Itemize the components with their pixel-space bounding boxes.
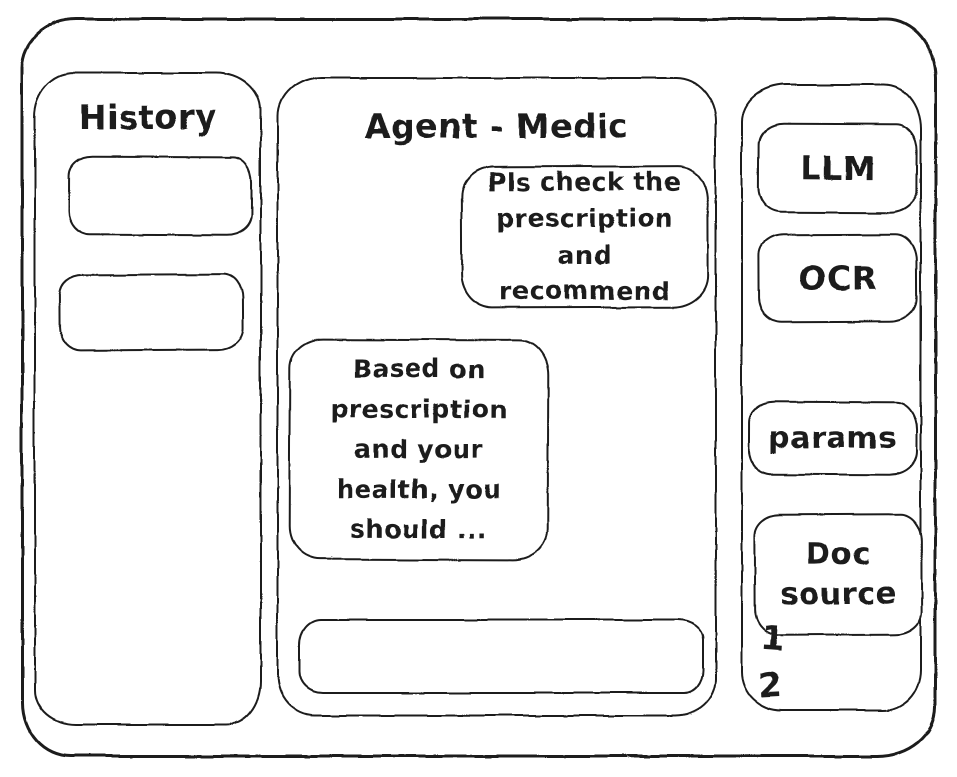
tools-panel: LLM OCR params Doc source 1 2	[740, 83, 923, 711]
params-button-label: params	[767, 419, 897, 456]
user-message-text: Pls check the prescription and recommend	[487, 166, 681, 306]
ocr-button-label: OCR	[797, 257, 877, 298]
user-message-bubble: Pls check the prescription and recommend	[459, 164, 709, 309]
doc-source-item-1[interactable]: 1	[758, 617, 786, 659]
message-input[interactable]	[298, 618, 703, 693]
doc-source-button-label: Doc source	[779, 535, 896, 612]
history-title: History	[77, 97, 217, 136]
chat-title: Agent - Medic	[364, 106, 628, 145]
assistant-message-bubble: Based on prescription and your health, y…	[287, 337, 549, 561]
app-window: History Agent - Medic Pls check the pres…	[20, 17, 936, 757]
history-item-2[interactable]	[57, 272, 244, 351]
assistant-message-text: Based on prescription and your health, y…	[329, 353, 507, 544]
history-item-1[interactable]	[66, 154, 253, 236]
ocr-button[interactable]: OCR	[756, 232, 918, 323]
doc-source-button[interactable]: Doc source	[752, 512, 923, 636]
params-button[interactable]: params	[746, 399, 918, 476]
history-panel: History	[33, 71, 261, 725]
chat-panel: Agent - Medic Pls check the prescription…	[276, 76, 716, 716]
llm-button-label: LLM	[798, 147, 876, 188]
doc-source-item-2[interactable]: 2	[756, 664, 784, 706]
llm-button[interactable]: LLM	[756, 121, 918, 214]
